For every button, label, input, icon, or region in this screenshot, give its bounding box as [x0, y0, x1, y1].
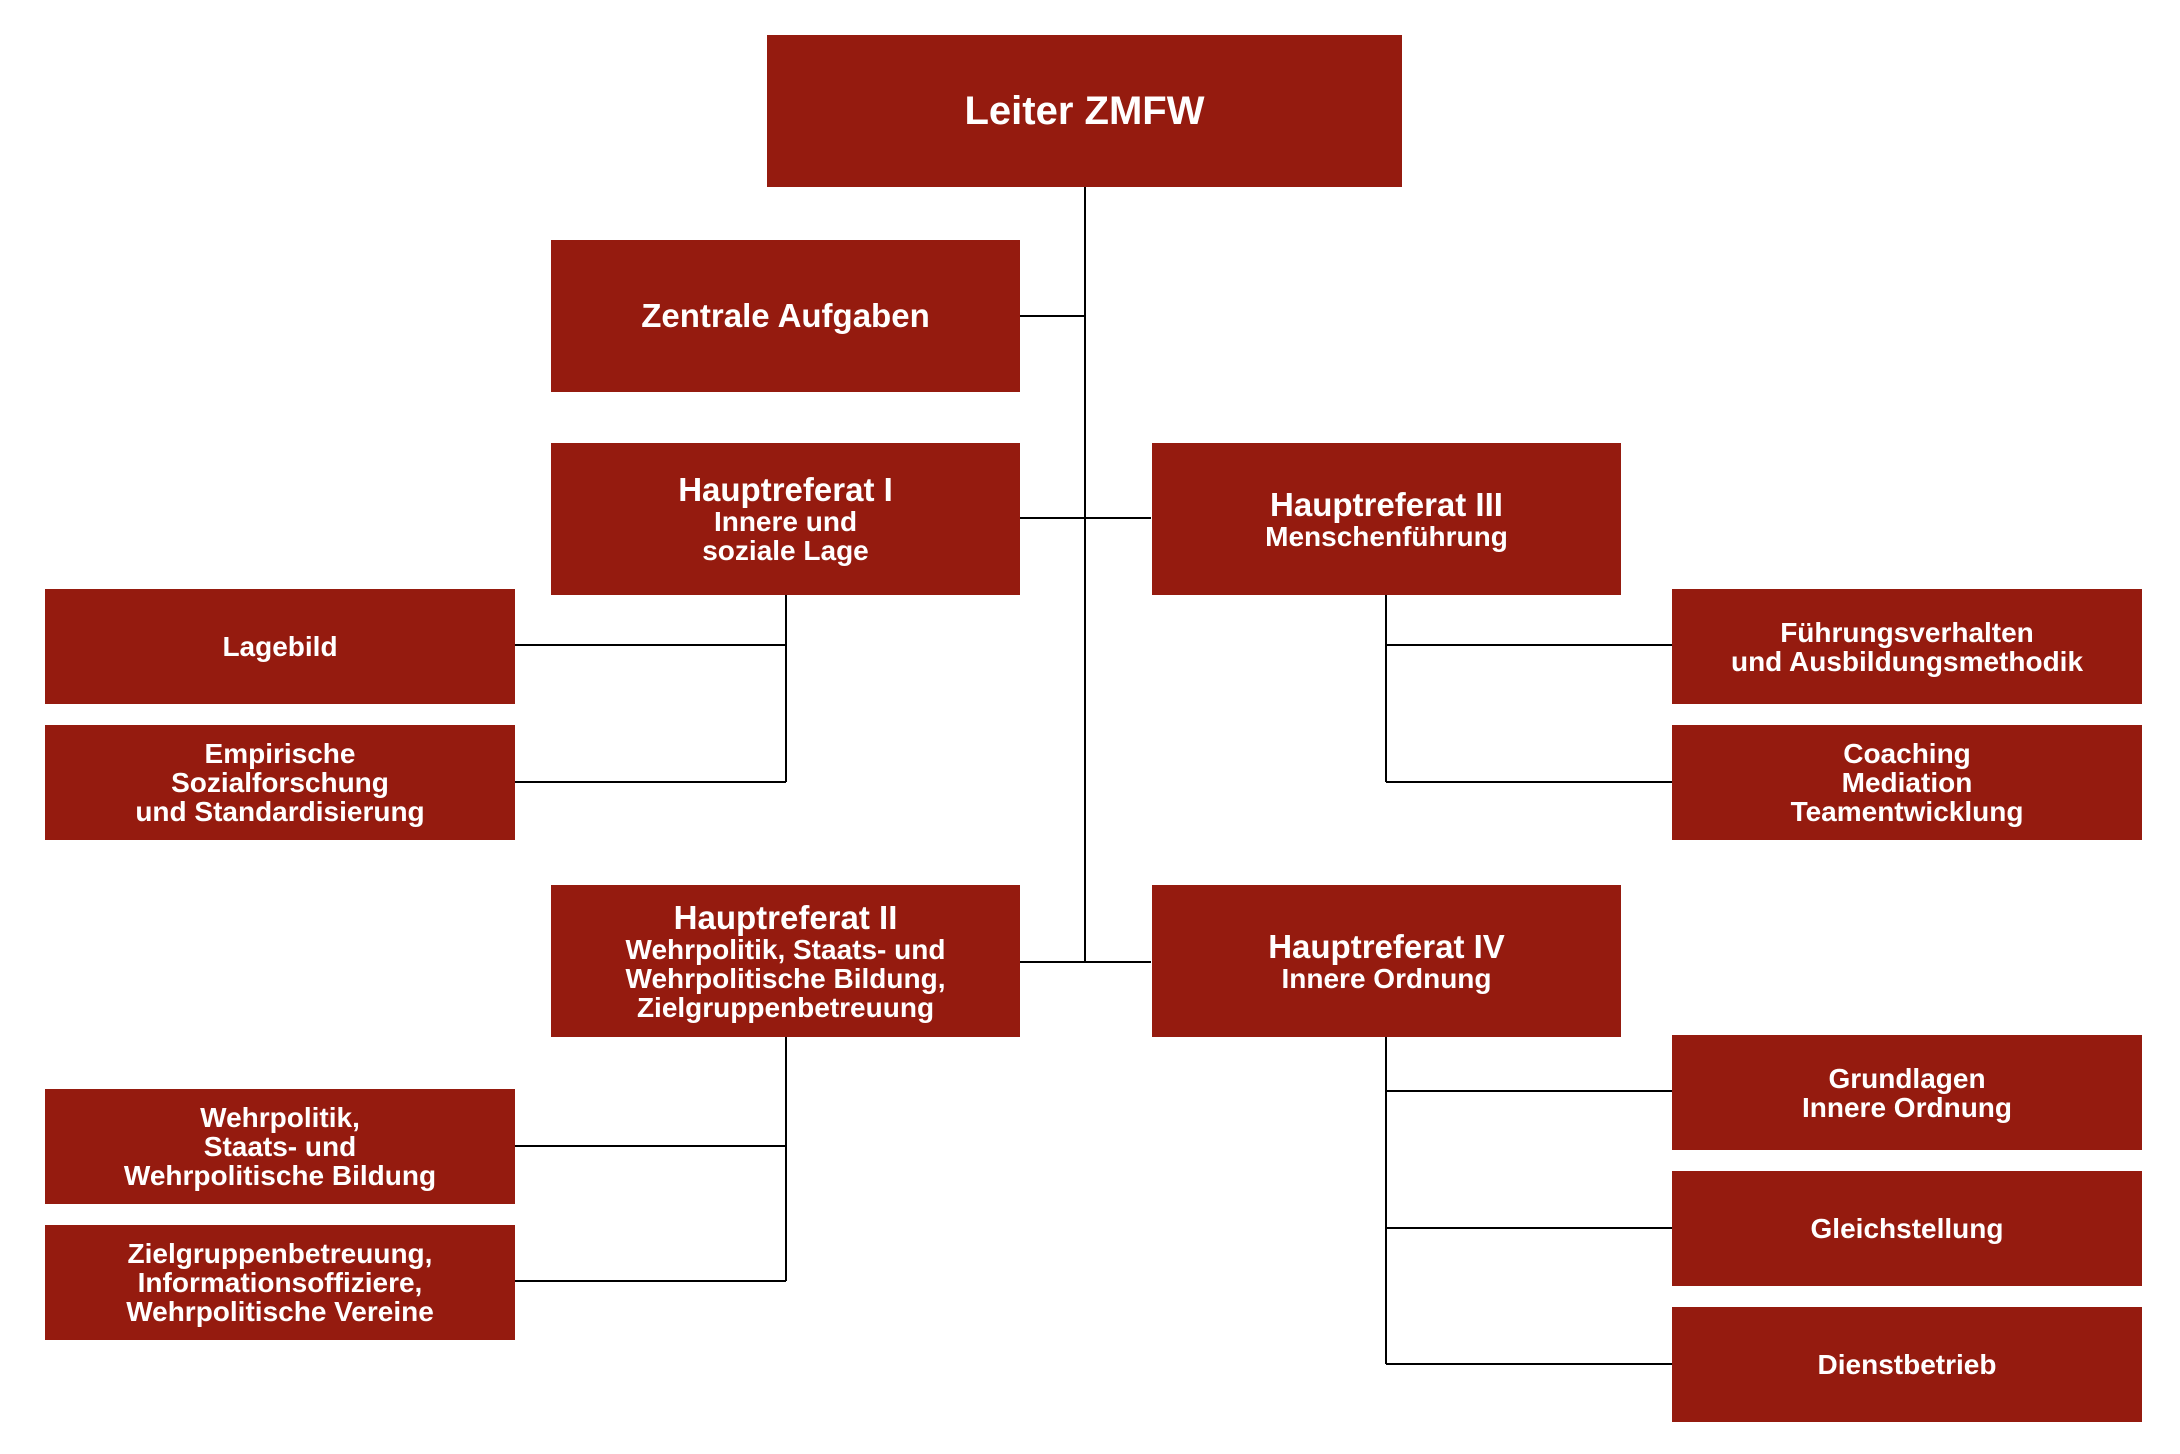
box-hauptreferat-1: Hauptreferat I Innere und soziale Lage: [551, 443, 1020, 595]
box-empirische-sozialforschung: Empirische Sozialforschung und Standardi…: [45, 725, 515, 840]
box-subtitle-line: Wehrpolitische Bildung,: [625, 962, 946, 994]
box-line: Wehrpolitische Bildung: [123, 1160, 437, 1191]
box-line: Wehrpolitische Vereine: [126, 1296, 434, 1327]
box-line: Informationsoffiziere,: [137, 1267, 423, 1298]
box-line: Zielgruppenbetreuung,: [127, 1238, 433, 1269]
box-title: Hauptreferat I: [678, 471, 893, 508]
box-line: Gleichstellung: [1810, 1213, 2004, 1244]
box-wehrpolitik-bildung: Wehrpolitik, Staats- und Wehrpolitische …: [45, 1089, 515, 1204]
box-line: Sozialforschung: [171, 767, 389, 798]
box-line: Coaching: [1843, 738, 1971, 769]
box-line: Mediation: [1841, 767, 1973, 798]
box-title: Hauptreferat III: [1270, 485, 1503, 523]
box-grundlagen-innere-ordnung: Grundlagen Innere Ordnung: [1672, 1035, 2142, 1150]
box-line: Staats- und: [203, 1131, 357, 1162]
box-line: Wehrpolitik,: [200, 1102, 360, 1133]
box-line: und Ausbildungsmethodik: [1730, 645, 2084, 677]
box-line: Dienstbetrieb: [1817, 1349, 1997, 1380]
box-zentrale-aufgaben: Zentrale Aufgaben: [551, 240, 1020, 392]
box-line: Lagebild: [222, 631, 338, 662]
box-coaching-mediation: Coaching Mediation Teamentwicklung: [1672, 725, 2142, 840]
box-hauptreferat-3: Hauptreferat III Menschenführung: [1152, 443, 1621, 595]
box-title: Hauptreferat II: [673, 898, 898, 936]
box-hauptreferat-2: Hauptreferat II Wehrpolitik, Staats- und…: [551, 885, 1020, 1037]
box-subtitle-line: Wehrpolitik, Staats- und: [625, 933, 946, 965]
box-title: Hauptreferat IV: [1268, 927, 1505, 965]
box-line: und Standardisierung: [135, 796, 425, 827]
box-lagebild: Lagebild: [45, 589, 515, 704]
box-leiter-zmfw: Leiter ZMFW: [767, 35, 1402, 187]
box-subtitle-line: Menschenführung: [1265, 520, 1508, 552]
box-title: Leiter ZMFW: [964, 89, 1205, 133]
box-subtitle-line: Zielgruppenbetreuung: [636, 991, 935, 1023]
box-subtitle-line: soziale Lage: [702, 535, 869, 566]
box-hauptreferat-4: Hauptreferat IV Innere Ordnung: [1152, 885, 1621, 1037]
box-gleichstellung: Gleichstellung: [1672, 1171, 2142, 1286]
box-subtitle-line: Innere Ordnung: [1281, 962, 1492, 994]
box-dienstbetrieb: Dienstbetrieb: [1672, 1307, 2142, 1422]
box-line: Grundlagen: [1828, 1062, 1986, 1094]
box-subtitle-line: Innere und: [713, 506, 858, 537]
box-line: Innere Ordnung: [1802, 1091, 2012, 1123]
box-fuehrungsverhalten: Führungsverhalten und Ausbildungsmethodi…: [1672, 589, 2142, 704]
box-zielgruppenbetreuung: Zielgruppenbetreuung, Informationsoffizi…: [45, 1225, 515, 1340]
box-line: Empirische: [204, 738, 356, 769]
box-line: Führungsverhalten: [1780, 616, 2034, 648]
box-line: Teamentwicklung: [1790, 796, 2024, 827]
box-title: Zentrale Aufgaben: [641, 297, 930, 334]
